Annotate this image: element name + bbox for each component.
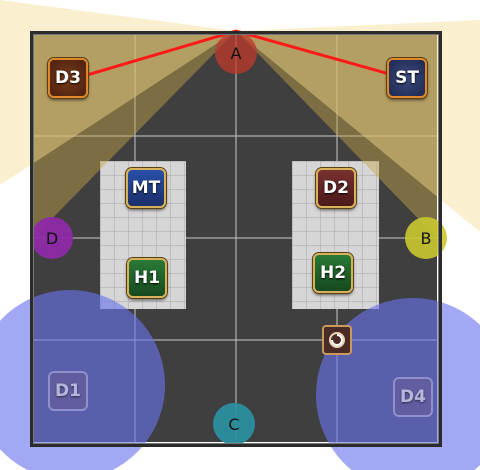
- player-d3-label: D3: [55, 68, 81, 88]
- grid-line: [33, 339, 437, 341]
- waymark-b-label: B: [420, 228, 432, 248]
- grid-line: [33, 237, 437, 239]
- waymark-d-label: D: [45, 228, 59, 248]
- cone-aoe-left: [0, 0, 236, 185]
- player-mt[interactable]: MT: [126, 168, 166, 208]
- player-h1[interactable]: H1: [127, 258, 167, 298]
- cone-aoe-front: [33, 31, 437, 238]
- waymark-c-label: C: [228, 414, 240, 434]
- waymark-c: C: [213, 403, 255, 445]
- player-d3[interactable]: D3: [48, 58, 88, 98]
- player-h2-label: H2: [319, 263, 347, 283]
- player-mt-label: MT: [131, 178, 161, 198]
- waymark-b: B: [405, 217, 447, 259]
- boss-add-icon[interactable]: [322, 325, 352, 355]
- player-d1-label: D1: [55, 381, 81, 401]
- player-st-label: ST: [395, 68, 419, 88]
- grid-line: [33, 135, 437, 137]
- waymark-a-label: A: [230, 43, 242, 63]
- swirl-icon: [329, 332, 345, 348]
- player-h2[interactable]: H2: [313, 253, 353, 293]
- waymark-d: D: [31, 217, 73, 259]
- player-d2[interactable]: D2: [316, 168, 356, 208]
- player-d4[interactable]: D4: [393, 377, 433, 417]
- player-h1-label: H1: [133, 268, 161, 288]
- waymark-a: A: [215, 32, 257, 74]
- player-st[interactable]: ST: [387, 58, 427, 98]
- player-d4-label: D4: [400, 387, 426, 407]
- player-d1[interactable]: D1: [48, 371, 88, 411]
- player-d2-label: D2: [323, 178, 349, 198]
